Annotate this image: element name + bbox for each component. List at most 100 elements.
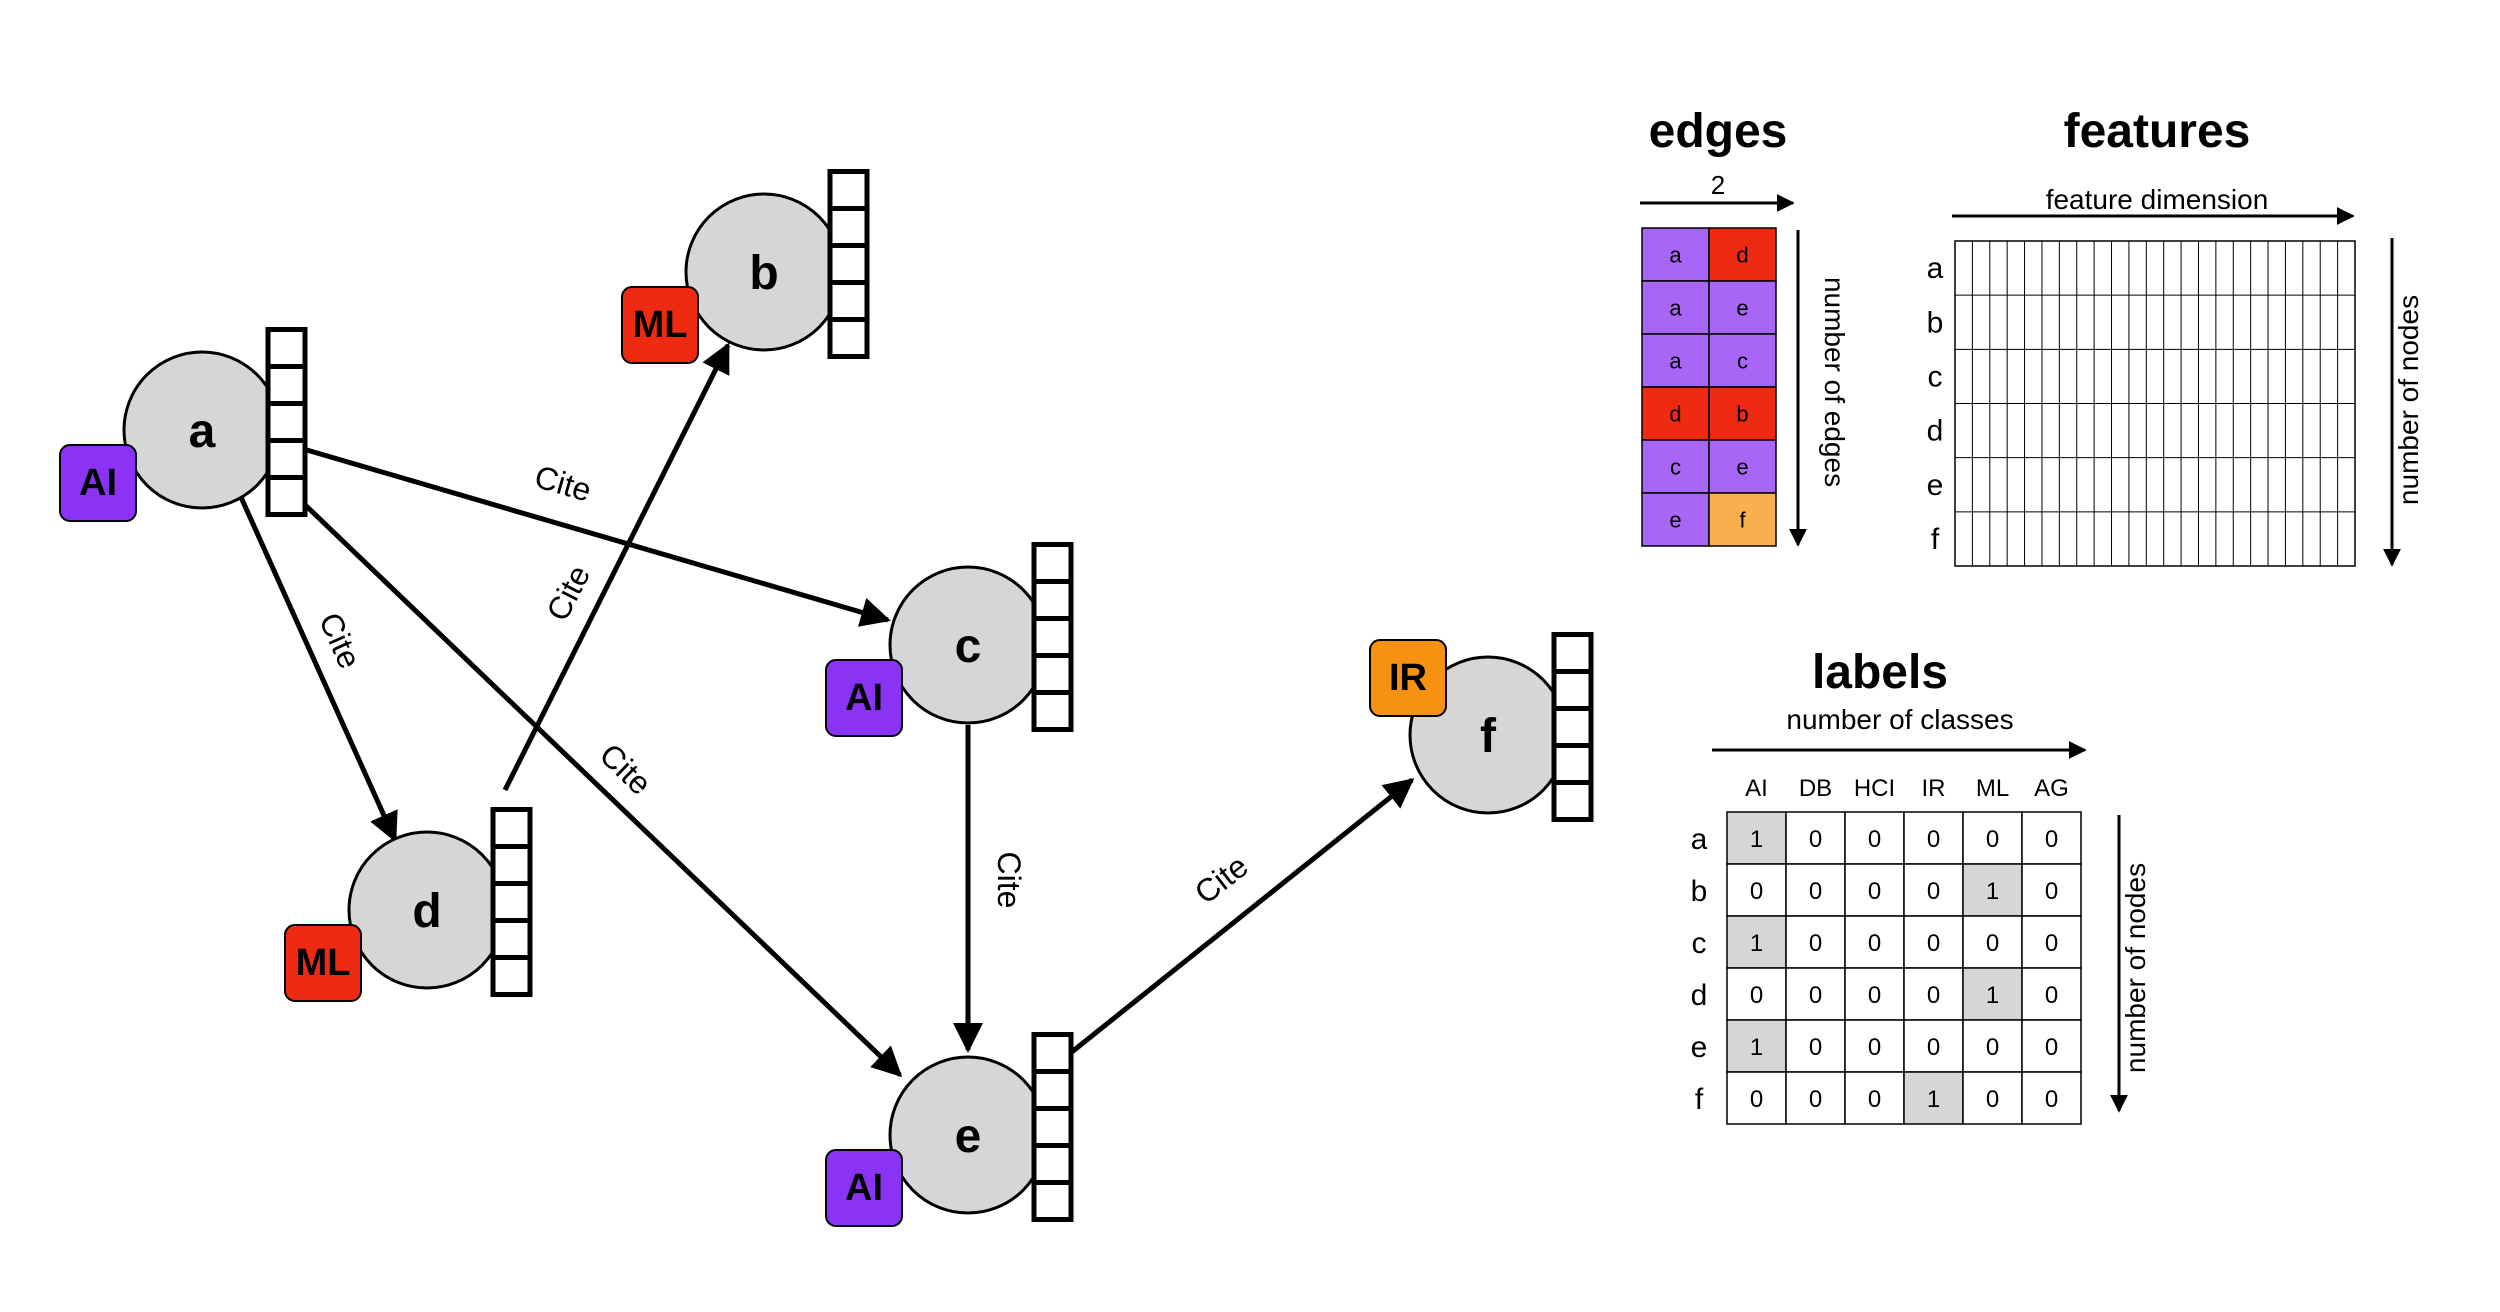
labels-table-cell: 0 — [2021, 1071, 2082, 1125]
feature-cell — [827, 317, 870, 359]
labels-table-cell: 0 — [1844, 1019, 1905, 1073]
node-feature-vector-e — [1031, 1032, 1074, 1222]
labels-table-cell-text: 0 — [1750, 1086, 1763, 1113]
edges-table-cell-text: d — [1669, 402, 1681, 427]
edge-arrow-a-e — [298, 498, 903, 1078]
labels-table-cell-text: 0 — [1809, 982, 1822, 1009]
feature-cell — [265, 438, 308, 480]
cite-edge-a-c: Cite — [299, 445, 891, 627]
node-e: eAI — [825, 1032, 1074, 1227]
labels-table-cell: 0 — [1726, 967, 1787, 1021]
labels-table-cell-text: 0 — [1750, 878, 1763, 905]
labels-table-cell: 0 — [1903, 811, 1964, 865]
labels-row-label: c — [1692, 927, 1707, 960]
labels-table-cell: 0 — [1903, 863, 1964, 917]
labels-row-label: f — [1695, 1083, 1704, 1116]
node-tag-label-a: AI — [79, 462, 117, 504]
node-tag-box-d — [284, 924, 362, 1002]
feature-cell — [265, 327, 308, 369]
node-tag-box-f — [1369, 639, 1447, 717]
labels-table-cell: 0 — [1844, 811, 1905, 865]
edges-table-cell-text: e — [1736, 455, 1748, 480]
feature-cell — [1031, 616, 1074, 658]
edge-label-c-e: Cite — [991, 852, 1027, 909]
edges-table-cell-bg — [1708, 439, 1777, 494]
node-b: bML — [621, 169, 870, 364]
edges-table-cell-text: e — [1736, 296, 1748, 321]
node-label-a: a — [189, 405, 216, 458]
labels-table-cell: 0 — [2021, 915, 2082, 969]
edge-label-a-d: Cite — [312, 607, 368, 674]
labels-table-cell-text: 1 — [1750, 930, 1763, 957]
labels-table-cell-bg — [1962, 1071, 2023, 1125]
edges-table-cell: a — [1641, 280, 1710, 335]
feature-cell — [1031, 1143, 1074, 1185]
labels-table-cell-bg — [1726, 1019, 1787, 1073]
labels-nodes-label: number of nodes — [2120, 863, 2151, 1073]
labels-table-cell-text: 0 — [1986, 826, 1999, 853]
labels-table-cell-text: 0 — [1809, 1086, 1822, 1113]
features-panel-title: features — [2064, 105, 2251, 158]
labels-table-cell-text: 1 — [1986, 878, 1999, 905]
labels-class-header: DB — [1799, 775, 1832, 802]
labels-table-cell: 0 — [1903, 967, 1964, 1021]
labels-class-header: AI — [1745, 775, 1768, 802]
edge-arrow-a-c — [299, 445, 891, 627]
feature-cell — [490, 844, 533, 886]
labels-table-cell: 0 — [1962, 1071, 2023, 1125]
labels-table-cell-text: 0 — [1809, 930, 1822, 957]
edge-arrow-a-d — [237, 493, 398, 843]
cite-edge-c-e: Cite — [953, 725, 1027, 1053]
node-tag-d: ML — [284, 924, 362, 1002]
edges-table-cell-bg — [1641, 280, 1710, 335]
labels-table-cell-bg — [2021, 863, 2082, 917]
node-d: dML — [284, 807, 533, 1002]
features-row-label: f — [1931, 523, 1940, 556]
labels-panel-title: labels — [1812, 646, 1948, 699]
labels-table-cell-text: 0 — [1927, 878, 1940, 905]
labels-table-cell-text: 0 — [1868, 826, 1881, 853]
features-row-label: e — [1927, 469, 1944, 502]
feature-cell — [1551, 706, 1594, 748]
edges-table-cell: d — [1708, 227, 1777, 282]
labels-table-cell: 1 — [1903, 1071, 1964, 1125]
node-label-b: b — [749, 247, 778, 300]
labels-table-cell: 0 — [1785, 863, 1846, 917]
edges-table-cell-bg — [1641, 386, 1710, 441]
edge-arrow-e-f — [1066, 778, 1415, 1057]
features-row-label: a — [1927, 252, 1944, 285]
labels-table-cell: 0 — [1785, 1019, 1846, 1073]
labels-table-cell-bg — [1903, 1071, 1964, 1125]
labels-table-cell: 0 — [2021, 863, 2082, 917]
labels-table-cell-text: 1 — [1750, 1034, 1763, 1061]
node-feature-vector-a — [265, 327, 308, 517]
edges-table-cell-text: c — [1737, 349, 1748, 374]
features-row-label: b — [1927, 306, 1944, 339]
edges-width-label: 2 — [1711, 170, 1725, 200]
edges-table-cell-text: e — [1669, 508, 1681, 533]
node-tag-a: AI — [59, 444, 137, 522]
node-feature-vector-c — [1031, 542, 1074, 732]
feature-cell — [827, 169, 870, 211]
labels-table-cell-text: 0 — [2045, 826, 2058, 853]
edges-table-cell-text: a — [1669, 296, 1682, 321]
edges-table-cell-text: f — [1739, 508, 1746, 533]
labels-table-cell: 0 — [1903, 915, 1964, 969]
feature-cell — [827, 243, 870, 285]
edge-label-e-f: Cite — [1188, 848, 1255, 911]
edge-arrow-d-b — [502, 342, 731, 792]
feature-dimension-label: feature dimension — [2046, 184, 2269, 215]
node-tag-box-e — [825, 1149, 903, 1227]
cite-edge-a-d: Cite — [237, 493, 398, 843]
labels-table-cell-bg — [1785, 915, 1846, 969]
node-label-f: f — [1480, 710, 1497, 763]
labels-table-cell-bg — [1903, 967, 1964, 1021]
labels-table-cell-bg — [2021, 1071, 2082, 1125]
feature-cell — [1031, 1032, 1074, 1074]
edges-table-cell-text: a — [1669, 349, 1682, 374]
edges-table-cell-bg — [1708, 333, 1777, 388]
feature-cell — [827, 206, 870, 248]
